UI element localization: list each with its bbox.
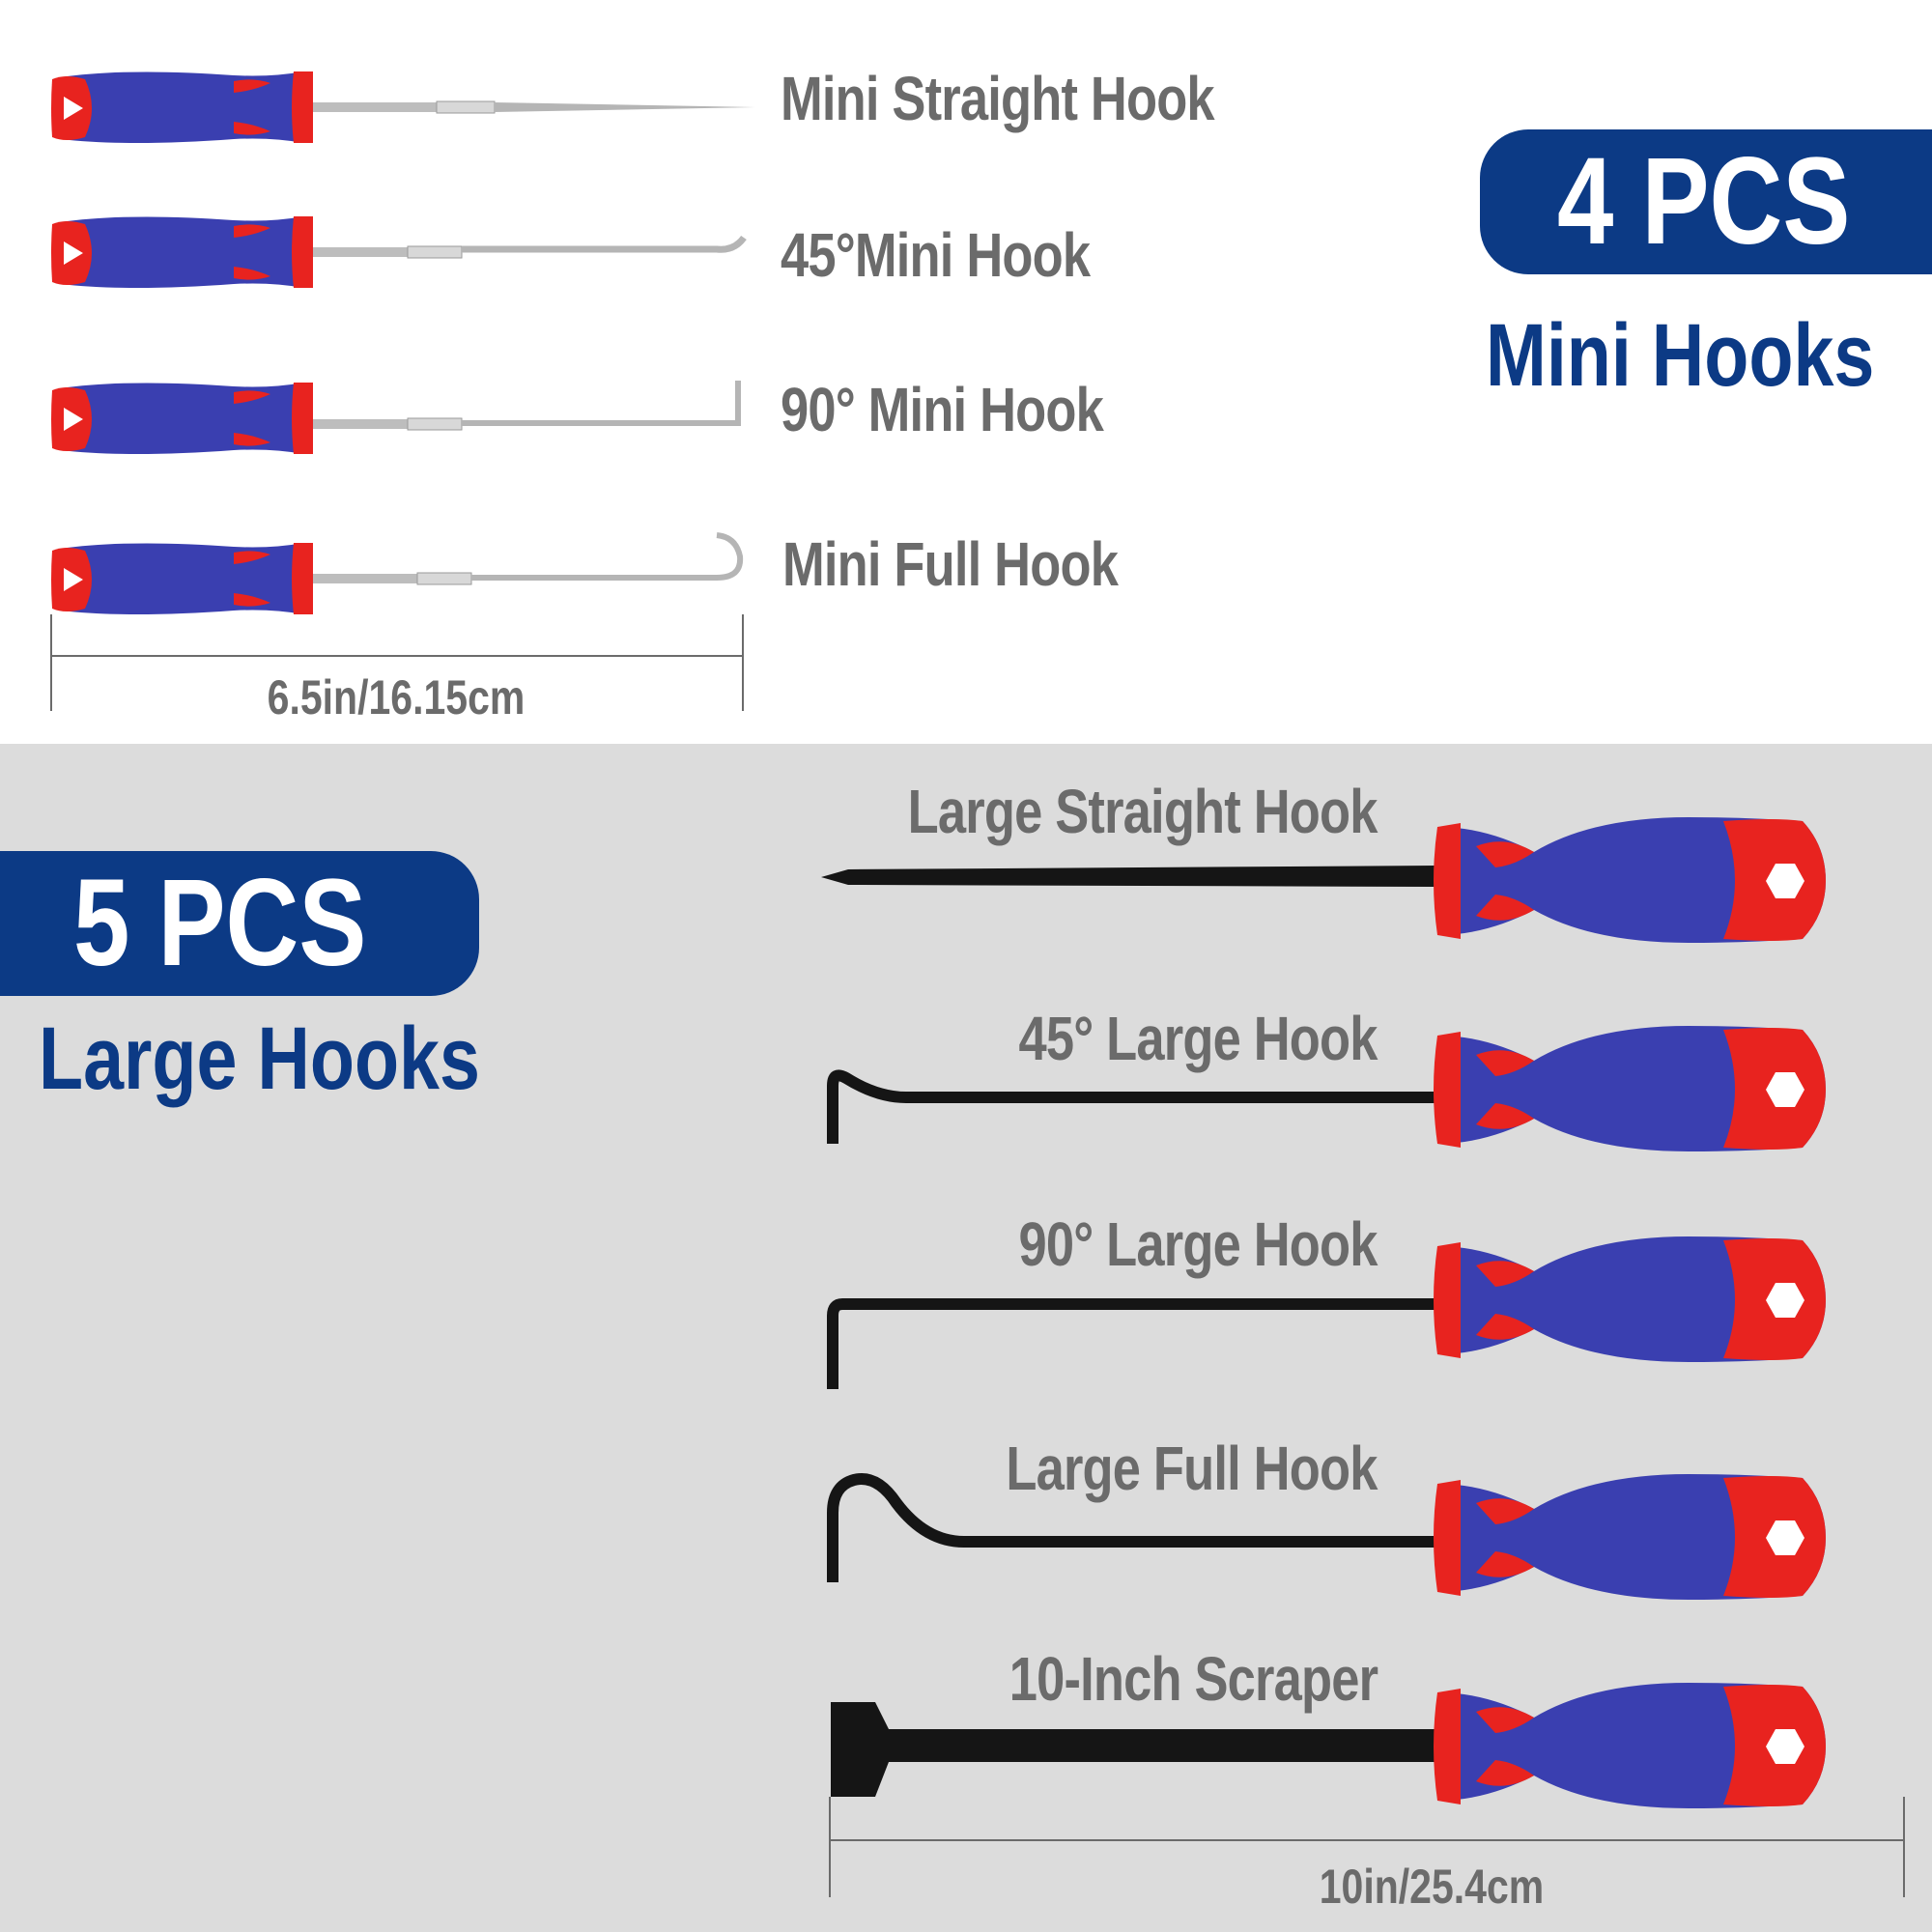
large-straight-hook-icon — [821, 817, 1826, 943]
mini-count-text: 4 PCS — [1557, 132, 1851, 270]
mini-tool-label-2: 45°Mini Hook — [781, 220, 1091, 290]
large-count-text: 5 PCS — [73, 854, 367, 992]
large-dimension-left-tick — [829, 1797, 831, 1897]
mini-hooks-panel — [0, 0, 1932, 744]
large-dimension-right-tick — [1903, 1797, 1905, 1897]
mini-full-hook-icon — [51, 532, 744, 614]
large-count-badge: 5 PCS — [0, 851, 479, 996]
mini-subtitle: Mini Hooks — [1486, 306, 1875, 405]
mini-tool-label-4: Mini Full Hook — [782, 529, 1119, 599]
mini-dimension-line — [50, 655, 744, 657]
mini-45-hook-icon — [51, 216, 747, 288]
mini-dimension-left-tick — [50, 614, 52, 711]
large-45-hook-icon — [827, 1026, 1826, 1151]
mini-tool-label-1: Mini Straight Hook — [781, 64, 1215, 133]
mini-straight-hook-icon — [51, 71, 755, 143]
large-tool-label-4: Large Full Hook — [1006, 1434, 1378, 1503]
large-tool-label-3: 90° Large Hook — [1018, 1209, 1378, 1279]
large-full-hook-icon — [827, 1473, 1826, 1600]
large-tool-label-1: Large Straight Hook — [908, 777, 1378, 846]
mini-count-badge: 4 PCS — [1480, 129, 1932, 274]
scraper-icon — [831, 1683, 1826, 1808]
mini-tool-label-3: 90° Mini Hook — [781, 375, 1104, 444]
large-90-hook-icon — [827, 1236, 1826, 1389]
mini-90-hook-icon — [51, 381, 741, 454]
large-tool-label-5: 10-Inch Scraper — [1009, 1644, 1378, 1714]
large-subtitle: Large Hooks — [39, 1009, 480, 1108]
mini-dimension-right-tick — [742, 614, 744, 711]
mini-dimension-text: 6.5in/16.15cm — [267, 670, 526, 724]
large-dimension-line — [829, 1839, 1905, 1841]
large-tool-label-2: 45° Large Hook — [1018, 1004, 1378, 1073]
large-dimension-text: 10in/25.4cm — [1319, 1860, 1545, 1914]
